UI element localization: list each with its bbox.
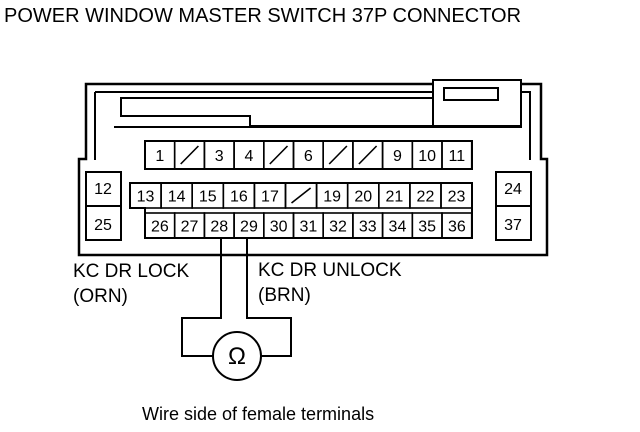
terminal-11: 11	[449, 148, 466, 165]
terminal-22: 22	[417, 189, 435, 206]
terminal-37: 37	[504, 217, 522, 234]
terminal-4: 4	[244, 148, 253, 165]
terminal-34: 34	[389, 219, 407, 236]
terminal-6: 6	[304, 148, 313, 165]
terminal-26: 26	[151, 219, 169, 236]
terminal-14: 14	[168, 189, 186, 206]
diagram-title: POWER WINDOW MASTER SWITCH 37P CONNECTOR	[4, 5, 521, 27]
connector-housing	[77, 82, 549, 257]
diagram-caption: Wire side of female terminals	[142, 404, 374, 424]
terminal-16: 16	[230, 189, 248, 206]
probe-label-lock: KC DR LOCK	[73, 261, 189, 282]
terminal-13: 13	[137, 189, 155, 206]
empty-terminal-slash	[180, 145, 199, 165]
terminal-24: 24	[504, 181, 522, 198]
bottom-row-cell	[441, 212, 473, 239]
ohm-icon: Ω	[228, 343, 246, 370]
terminal-3: 3	[215, 148, 224, 165]
terminal-19: 19	[323, 189, 341, 206]
terminal-21: 21	[385, 189, 403, 206]
terminal-row-bottom: 26 27 28 29 30 31 32 33 34 35 36	[144, 212, 473, 239]
terminal-27: 27	[181, 219, 199, 236]
top-row-cell	[441, 140, 473, 170]
connector-latch	[432, 79, 522, 127]
terminal-29: 29	[240, 219, 258, 236]
empty-terminal-slash	[358, 145, 378, 165]
latch-slot	[443, 87, 499, 101]
terminal-35: 35	[418, 219, 436, 236]
housing-inner-top	[95, 91, 531, 160]
terminal-10: 10	[418, 148, 436, 165]
terminal-32: 32	[329, 219, 347, 236]
ohmmeter	[212, 331, 262, 381]
terminal-36: 36	[448, 219, 466, 236]
middle-row-cell	[440, 182, 473, 209]
terminal-20: 20	[354, 189, 372, 206]
empty-terminal-slash	[328, 145, 348, 165]
terminal-9: 9	[393, 148, 402, 165]
terminal-30: 30	[270, 219, 288, 236]
empty-terminal-slash	[291, 187, 312, 204]
terminal-15: 15	[199, 189, 217, 206]
terminal-28: 28	[210, 219, 228, 236]
terminal-25: 25	[94, 217, 112, 234]
terminal-12: 12	[94, 181, 112, 198]
terminal-1: 1	[155, 148, 164, 165]
probe-label-unlock-color: (BRN)	[258, 285, 311, 306]
probe-wire-lock	[181, 238, 222, 357]
terminal-33: 33	[359, 219, 377, 236]
terminal-17: 17	[261, 189, 279, 206]
terminal-row-top: 1 3 4 6 9 10 11	[144, 140, 473, 170]
probe-label-unlock: KC DR UNLOCK	[258, 260, 402, 281]
terminal-31: 31	[299, 219, 317, 236]
terminal-row-middle: 13 14 15 16 17 19 20 21 22 23	[129, 182, 473, 209]
probe-wire-unlock	[246, 238, 292, 357]
probe-label-lock-color: (ORN)	[73, 286, 128, 307]
empty-terminal-slash	[269, 145, 289, 165]
terminal-23: 23	[448, 189, 466, 206]
